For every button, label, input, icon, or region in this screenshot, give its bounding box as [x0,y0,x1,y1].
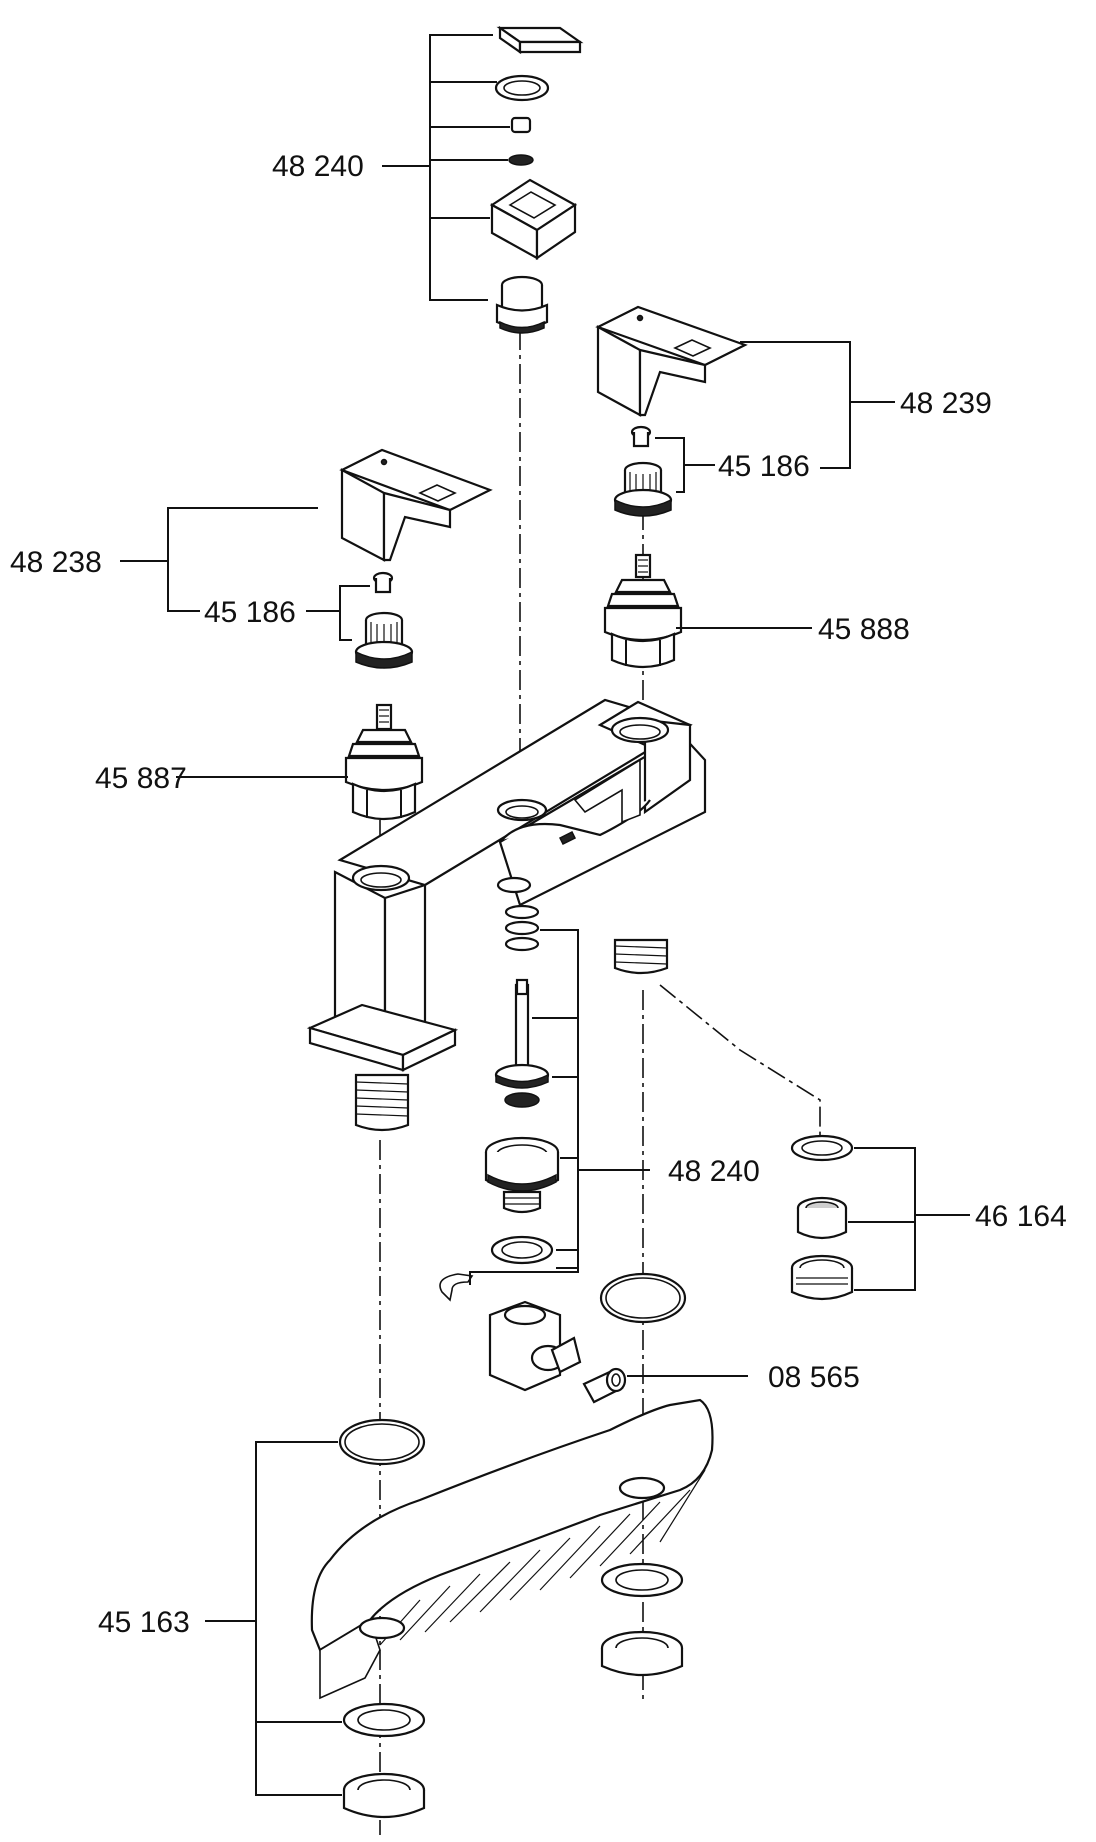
label-aerator: 46 164 [975,1200,1067,1233]
left-handle [339,448,493,562]
right-adapter [613,425,673,517]
label-right-adapter: 45 186 [718,450,810,483]
right-handle [595,305,748,417]
label-check-valve: 08 565 [768,1361,860,1394]
label-diverter-assembly: 48 240 [668,1155,760,1188]
part-labels: 48 240 48 239 45 186 48 238 45 186 45 88… [10,150,1067,1639]
label-right-cartridge: 45 888 [818,613,910,646]
label-right-handle: 48 239 [900,387,992,420]
mounting-set [338,1418,684,1819]
label-left-handle: 48 238 [10,546,102,579]
label-left-cartridge: 45 887 [95,762,187,795]
aerator-set [790,1134,854,1301]
label-cap-assembly: 48 240 [272,150,364,183]
check-valve [582,1367,627,1404]
label-mounting-set: 45 163 [98,1606,190,1639]
diverter-assembly [439,904,582,1392]
label-left-adapter: 45 186 [204,596,296,629]
countertop-section [310,1398,714,1700]
right-cartridge [603,553,683,669]
left-adapter [354,571,414,669]
cap-assembly [489,25,584,334]
faucet-body [306,698,707,1132]
left-cartridge [344,703,424,821]
large-o-ring [599,1272,687,1324]
leader-lines [120,34,970,1796]
